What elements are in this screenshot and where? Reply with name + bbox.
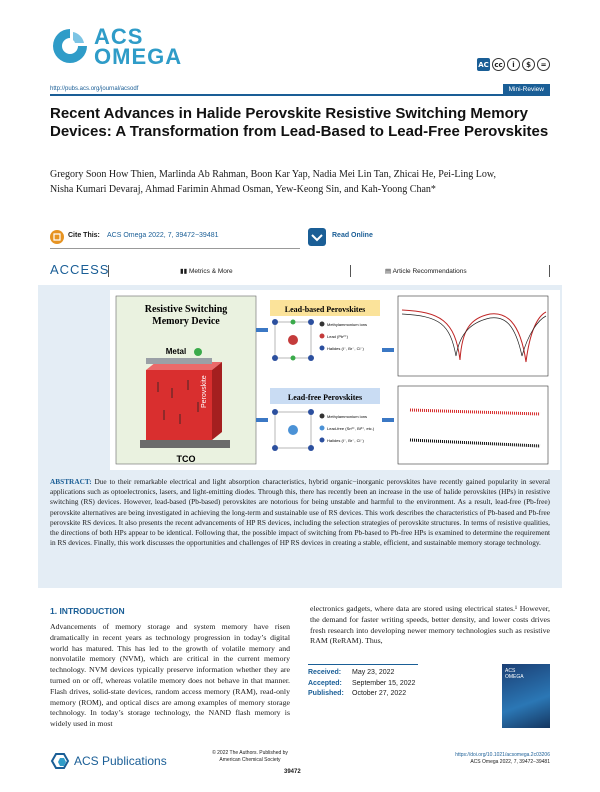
journal-cover-image[interactable] <box>502 664 550 728</box>
legend-bottom-1: Lead-free (Sn²⁺, Bi³⁺, etc.) <box>327 426 375 431</box>
doi-link[interactable]: https://doi.org/10.1021/acsomega.2c03206 <box>455 752 550 758</box>
dates-divider <box>308 664 418 665</box>
toc-graphic: Resistive Switching Memory Device Metal … <box>110 290 560 470</box>
access-label: ACCESS <box>50 262 110 277</box>
accepted-label: Accepted: <box>308 679 342 687</box>
published-label: Published: <box>308 690 344 697</box>
recommendations-label: Article Recommendations <box>392 268 467 275</box>
cc-icon[interactable]: cc <box>492 58 505 71</box>
cite-icon[interactable] <box>50 230 64 244</box>
publisher-name: ACS Publications <box>74 754 167 768</box>
copyright-notice: © 2022 The Authors. Published by America… <box>180 750 320 763</box>
journal-url-link[interactable]: http://pubs.acs.org/journal/acsodf <box>50 86 139 92</box>
lead-free-crystal <box>272 409 314 451</box>
acs-hexagon-icon <box>50 753 70 769</box>
footer-citation: ACS Omega 2022, 7, 39472−39481 <box>470 759 550 765</box>
metrics-link[interactable]: ▮▮ Metrics & More <box>180 267 233 275</box>
cite-label: Cite This: <box>68 232 100 239</box>
lead-based-banner <box>270 300 380 316</box>
recommendations-link[interactable]: ▤ Article Recommendations <box>385 267 467 275</box>
bar-chart-icon: ▮▮ <box>180 268 189 275</box>
published-date: October 27, 2022 <box>352 690 407 697</box>
article-type-badge: Mini-Review <box>502 84 550 95</box>
access-divider <box>350 265 351 277</box>
recommendations-icon: ▤ <box>385 268 393 275</box>
noderivatives-icon[interactable]: = <box>537 58 550 71</box>
logo-text-omega: OMEGA <box>94 44 183 69</box>
ion-arrows <box>157 380 199 424</box>
body-text-left: Advancements of memory storage and syste… <box>50 622 290 729</box>
perovskite-layer <box>146 370 212 440</box>
perovskite-label: Perovskite <box>201 375 208 408</box>
abstract-text: Due to their remarkable electrical and l… <box>50 477 550 548</box>
tco-label: TCO <box>177 454 196 464</box>
received-date: May 23, 2022 <box>352 669 395 676</box>
legend-top-0: Methylammonium ions <box>327 322 367 327</box>
received-label: Received: <box>308 669 342 676</box>
lead-free-banner <box>270 388 380 404</box>
ac-icon[interactable]: AC <box>477 58 490 71</box>
journal-logo[interactable]: ACS OMEGA <box>50 22 181 70</box>
lead-based-crystal <box>272 319 314 361</box>
metal-label: Metal <box>166 347 186 356</box>
abstract: ABSTRACT: Due to their remarkable electr… <box>50 477 550 548</box>
metrics-label: Metrics & More <box>188 268 233 275</box>
read-online-link[interactable]: Read Online <box>332 232 373 239</box>
header-divider <box>50 94 550 96</box>
cite-bar: Cite This: ACS Omega 2022, 7, 39472−3948… <box>50 225 550 251</box>
access-divider <box>108 265 109 277</box>
noncommercial-icon[interactable]: $ <box>522 58 535 71</box>
device-title-line2: Memory Device <box>152 316 220 327</box>
access-divider <box>549 265 550 277</box>
legend-bottom-2: Halides (I⁻, Br⁻, Cl⁻) <box>327 438 364 443</box>
page-number: 39472 <box>284 769 301 775</box>
retention-plot <box>397 385 549 465</box>
access-row: ACCESS ▮▮ Metrics & More ▤ Article Recom… <box>50 262 550 282</box>
publisher-logo[interactable]: ACS Publications <box>50 752 180 772</box>
legend-top-1: Lead (Pb²⁺) <box>327 334 349 339</box>
accepted-date: September 15, 2022 <box>352 679 416 687</box>
body-text-right: electronics gadgets, where data are stor… <box>310 604 550 646</box>
lead-free-label: Lead-free Perovskites <box>288 393 362 402</box>
cite-link[interactable]: ACS Omega 2022, 7, 39472−39481 <box>107 232 219 239</box>
article-title: Recent Advances in Halide Perovskite Res… <box>50 105 549 140</box>
section-heading-introduction: 1. INTRODUCTION <box>50 606 125 616</box>
tco-layer <box>140 440 230 448</box>
abstract-label: ABSTRACT: <box>50 477 92 486</box>
author-list[interactable]: Gregory Soon How Thien, Marlinda Ab Rahm… <box>50 169 496 195</box>
footer-doi: https://doi.org/10.1021/acsomega.2c03206… <box>455 752 550 766</box>
copyright-line2[interactable]: American Chemical Society <box>219 756 281 763</box>
metal-layer <box>146 358 212 364</box>
logo-text-acs: ACS <box>94 24 144 49</box>
license-icons: AC cc i $ = <box>477 58 550 71</box>
device-title-line1: Resistive Switching <box>145 304 228 315</box>
cite-divider <box>50 248 300 249</box>
attribution-icon[interactable]: i <box>507 58 520 71</box>
publication-dates: Received: May 23, 2022 Accepted: September… <box>308 668 418 700</box>
iv-curve-plot <box>397 295 549 377</box>
copyright-line1: © 2022 The Authors. Published by <box>212 750 288 756</box>
legend-top-2: Halides (I⁻, Br⁻, Cl⁻) <box>327 346 364 351</box>
read-online-icon[interactable] <box>308 228 326 246</box>
electrode-dot <box>194 348 202 356</box>
lead-based-label: Lead-based Perovskites <box>285 305 366 314</box>
legend-bottom-0: Methylammonium ions <box>327 414 367 419</box>
acs-omega-logo-icon <box>53 29 87 63</box>
